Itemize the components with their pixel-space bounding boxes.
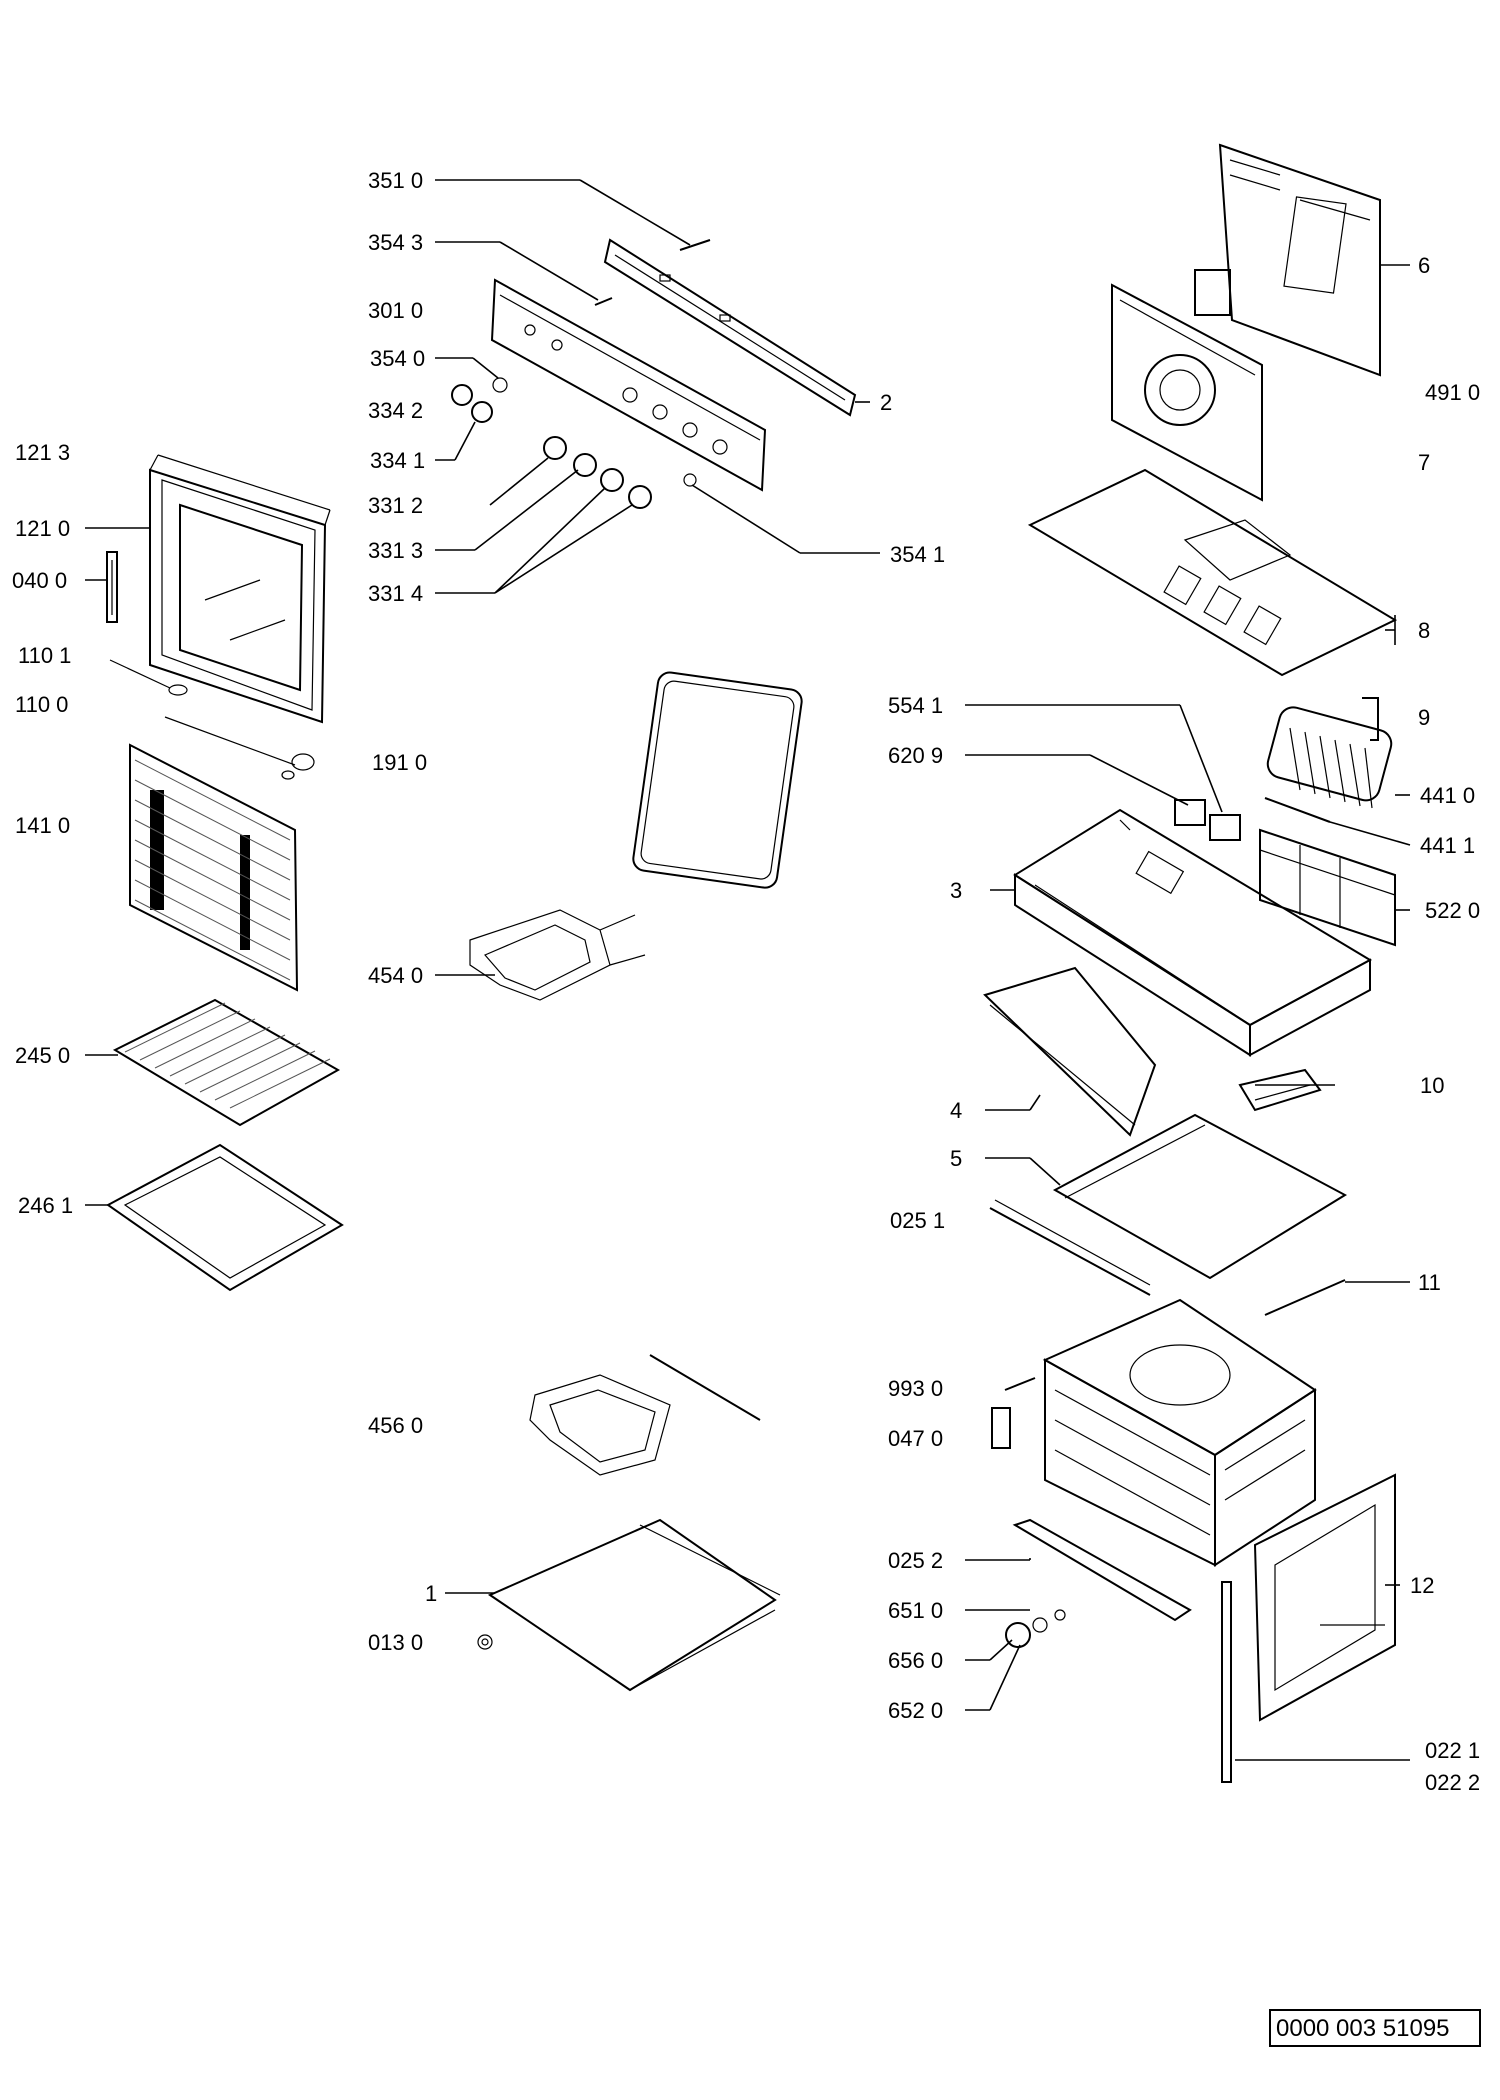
label-620-9: 620 9 [888, 743, 943, 768]
rear-cover-panel [1218, 143, 1381, 377]
label-025-1: 025 1 [890, 1208, 945, 1233]
document-number: 0000 003 51095 [1276, 2015, 1450, 2042]
label-454-0: 454 0 [368, 963, 423, 988]
baking-tray [106, 1143, 344, 1292]
top-cover [1027, 468, 1398, 677]
label-331-3: 331 3 [368, 538, 423, 563]
door-inner-glass-panel [632, 671, 803, 889]
small-screw [594, 297, 613, 306]
bracket-9 [1362, 697, 1379, 741]
bottom-heating-element [529, 1354, 761, 1476]
label-11: 11 [1418, 1270, 1441, 1295]
label-354-1: 354 1 [890, 542, 945, 567]
label-025-2: 025 2 [888, 1548, 943, 1573]
label-441-0: 441 0 [1420, 783, 1475, 808]
label-013-0: 013 0 [368, 1630, 423, 1655]
label-245-0: 245 0 [15, 1043, 70, 1068]
thermostat-pin [679, 239, 711, 251]
label-4: 4 [950, 1098, 962, 1123]
rod-11 [1264, 1279, 1346, 1316]
label-6: 6 [1418, 253, 1430, 278]
label-331-2: 331 2 [368, 493, 423, 518]
label-354-3: 354 3 [368, 230, 423, 255]
rail-025-1 [989, 1199, 1151, 1296]
door-hinge-screws [109, 659, 315, 780]
side-door-frame-12 [1253, 1473, 1396, 1722]
small-fastener [477, 1634, 493, 1650]
screw-993 [1004, 1377, 1036, 1391]
side-rail-022 [1221, 1581, 1232, 1783]
side-panel-4 [983, 966, 1157, 1137]
label-522-0: 522 0 [1425, 898, 1480, 923]
oven-cavity [1042, 1298, 1317, 1567]
label-7: 7 [1418, 450, 1430, 475]
label-1: 1 [425, 1581, 437, 1606]
part-labels: 351 0 354 3 301 0 354 0 334 2 334 1 331 … [12, 168, 1480, 1795]
fan-bracket [1194, 269, 1231, 316]
label-121-0: 121 0 [15, 516, 70, 541]
label-2: 2 [880, 390, 892, 415]
fan-bracket-441 [1264, 797, 1331, 823]
oven-bottom-panel [487, 1518, 781, 1692]
label-5: 5 [950, 1146, 962, 1171]
label-022-1: 022 1 [1425, 1738, 1480, 1763]
label-456-0: 456 0 [368, 1413, 423, 1438]
electronic-module [1259, 828, 1396, 947]
wire-rack [112, 998, 341, 1127]
label-554-1: 554 1 [888, 693, 943, 718]
label-022-2: 022 2 [1425, 1770, 1480, 1795]
label-351-0: 351 0 [368, 168, 423, 193]
label-3: 3 [950, 878, 962, 903]
label-441-1: 441 1 [1420, 833, 1475, 858]
label-110-0: 110 0 [15, 692, 68, 717]
door-hinge-part [106, 551, 118, 623]
component-10 [1238, 1068, 1322, 1112]
cooling-fan-motor [1266, 706, 1393, 809]
label-121-3: 121 3 [15, 440, 70, 465]
label-334-2: 334 2 [368, 398, 423, 423]
label-656-0: 656 0 [888, 1648, 943, 1673]
label-8: 8 [1418, 618, 1430, 643]
rear-panel-with-fan-opening [1111, 283, 1263, 502]
label-12: 12 [1410, 1573, 1434, 1598]
label-652-0: 652 0 [888, 1698, 943, 1723]
document-number-box: 0000 003 51095 [1269, 2009, 1481, 2047]
outer-casing [1013, 808, 1373, 1057]
top-heating-element [469, 909, 646, 1001]
door-outer-frame [149, 454, 331, 724]
rail-025-2 [1012, 1518, 1192, 1622]
label-110-1: 110 1 [18, 643, 71, 668]
part-047 [991, 1407, 1011, 1449]
label-354-0: 354 0 [370, 346, 425, 371]
label-9: 9 [1418, 705, 1430, 730]
label-491-0: 491 0 [1425, 380, 1480, 405]
leader-lines [85, 179, 1411, 1761]
label-301-0: 301 0 [368, 298, 423, 323]
lamp-parts [1005, 1609, 1066, 1648]
label-040-0: 040 0 [12, 568, 67, 593]
switch-components [1174, 799, 1241, 841]
label-334-1: 334 1 [370, 448, 425, 473]
control-knobs [451, 377, 697, 509]
label-331-4: 331 4 [368, 581, 423, 606]
inner-door-glass [129, 743, 299, 992]
label-047-0: 047 0 [888, 1426, 943, 1451]
label-10: 10 [1420, 1073, 1444, 1098]
label-993-0: 993 0 [888, 1376, 943, 1401]
oven-top-panel-5 [1052, 1113, 1348, 1280]
label-651-0: 651 0 [888, 1598, 943, 1623]
control-panel-trim [603, 238, 857, 417]
control-panel [490, 278, 767, 492]
label-191-0: 191 0 [372, 750, 427, 775]
label-246-1: 246 1 [18, 1193, 73, 1218]
label-141-0: 141 0 [15, 813, 70, 838]
